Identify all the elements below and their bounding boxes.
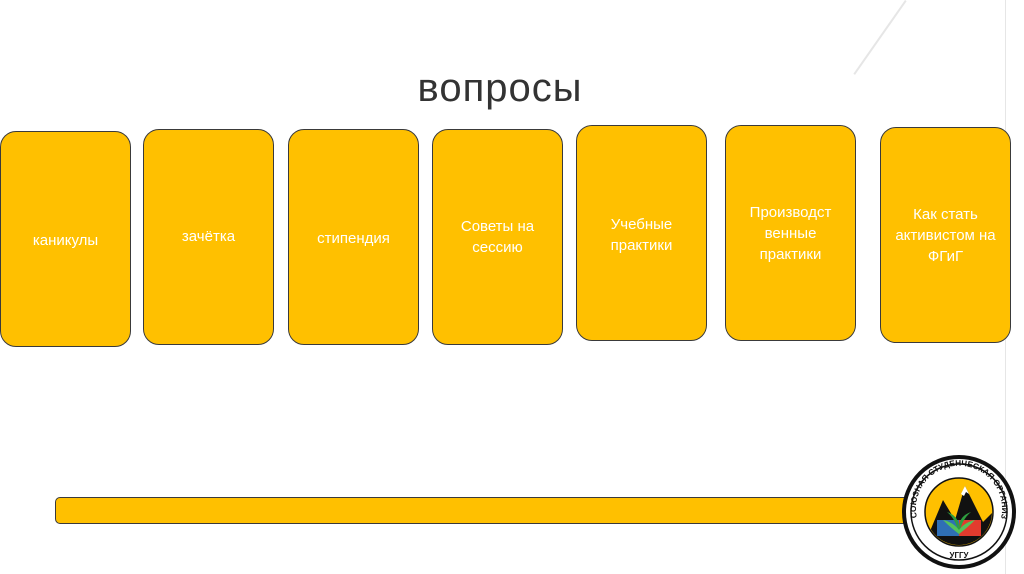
card-label: Производст венные практики	[749, 204, 832, 263]
card-label: каникулы	[32, 232, 99, 249]
card-sovety-na-sessiyu[interactable]: Советы на сессию	[432, 129, 563, 345]
logo-bottom-text: УГГУ	[949, 551, 969, 560]
card-zachetka[interactable]: зачётка	[143, 129, 274, 345]
card-label: стипендия	[317, 230, 390, 247]
card-kanikuly[interactable]: каникулы	[0, 131, 131, 347]
card-uchebnye-praktiki[interactable]: Учебные практики	[576, 125, 707, 341]
card-label: Как стать активистом на ФГиГ	[895, 206, 996, 265]
frame-line-top	[853, 0, 907, 75]
card-stipendiya[interactable]: стипендия	[288, 129, 419, 345]
slide-title: вопросы	[417, 66, 583, 110]
card-label: Учебные практики	[610, 216, 673, 254]
card-kak-stat-aktivistom[interactable]: Как стать активистом на ФГиГ	[880, 127, 1011, 343]
card-label: Советы на сессию	[460, 218, 535, 256]
card-label: зачётка	[181, 228, 236, 245]
card-proizvodstvennye-praktiki[interactable]: Производст венные практики	[725, 125, 856, 341]
organization-logo: ПРОФСОЮЗНАЯ СТУДЕНЧЕСКАЯ ОРГАНИЗАЦИЯ УГГ…	[899, 450, 1016, 569]
bottom-bar	[55, 497, 910, 524]
